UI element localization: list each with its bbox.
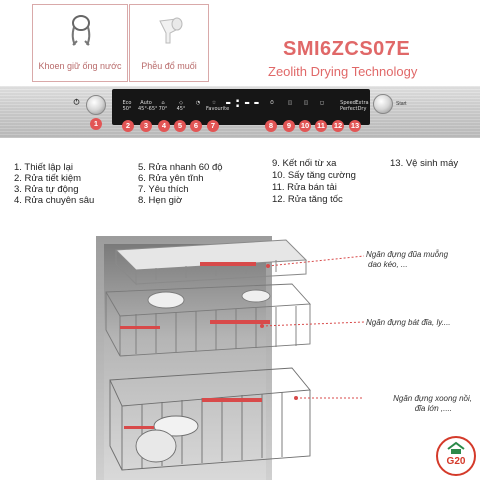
- brand-badge-text: G20: [446, 456, 466, 467]
- program-button-sublabel: Favourite: [206, 106, 230, 112]
- program-button[interactable]: ☆Favourite: [206, 100, 230, 112]
- hose-clamp-icon: [71, 15, 91, 46]
- accessory-label: Phễu đổ muối: [141, 61, 197, 71]
- number-bubble: 12: [332, 120, 344, 132]
- product-tagline: Zeolith Drying Technology: [268, 64, 418, 79]
- number-bubble: 2: [122, 120, 134, 132]
- house-icon: [447, 441, 465, 454]
- legend-item: 3. Rửa tự động: [14, 184, 79, 195]
- legend-item: 11. Rửa bán tải: [272, 182, 337, 193]
- option-button[interactable]: ◫: [298, 100, 314, 106]
- program-button-label: ⌂: [161, 100, 165, 106]
- drawer-handle-red: [200, 262, 256, 266]
- option-button-label: ◻: [319, 100, 325, 106]
- accessory-label: Khoen giữ ống nước: [38, 61, 122, 71]
- number-bubble: 13: [349, 120, 361, 132]
- program-button-sublabel: 50°: [122, 106, 132, 112]
- program-button-label: ◔: [195, 100, 201, 106]
- callout-line: Ngăn đựng xoong nồi,: [393, 394, 472, 403]
- legend-item: 2. Rửa tiết kiệm: [14, 173, 82, 184]
- number-bubble: 7: [207, 120, 219, 132]
- callout-line: Ngăn đựng bát đĩa, ly....: [366, 318, 451, 327]
- number-bubble: 4: [158, 120, 170, 132]
- number-bubble: 5: [174, 120, 186, 132]
- number-bubble: 11: [315, 120, 327, 132]
- number-bubble: 3: [140, 120, 152, 132]
- lower-rack-red: [202, 398, 262, 402]
- display-time: -:--: [224, 95, 262, 111]
- legend-item: 12. Rửa tăng tốc: [272, 194, 343, 205]
- option-button-sublabel: Extra Dry: [355, 100, 369, 112]
- option-button-label: ⏱: [270, 100, 274, 106]
- legend-item: 6. Rửa yên tĩnh: [138, 173, 204, 184]
- legend-item: 10. Sấy tăng cường: [272, 170, 356, 181]
- program-button[interactable]: ⌂70°: [155, 100, 171, 112]
- program-button-sublabel: 45°-65°: [138, 106, 158, 112]
- brand-badge: [436, 436, 476, 476]
- option-button-label: Speed: [340, 100, 356, 106]
- start-label: Start: [396, 101, 407, 107]
- number-bubble: 9: [283, 120, 295, 132]
- option-button[interactable]: ⏱: [264, 100, 280, 106]
- display-panel: [112, 89, 370, 125]
- number-bubble: 8: [265, 120, 277, 132]
- legend-item: 8. Hẹn giờ: [138, 195, 183, 206]
- model-name: SMI6ZCS07E: [283, 38, 411, 60]
- option-button-label: ◫: [287, 100, 293, 106]
- dishwasher-tub: [104, 244, 266, 480]
- option-button[interactable]: Extra Dry: [354, 100, 370, 112]
- program-button[interactable]: ◇45°: [173, 100, 189, 112]
- accessory-card-hose-clamp: Khoen giữ ống nước: [32, 4, 128, 82]
- legend-item: 4. Rửa chuyên sâu: [14, 195, 95, 206]
- upper-rack: [105, 283, 311, 357]
- program-button-label: Eco: [122, 100, 132, 106]
- option-button-label: ◫: [303, 100, 309, 106]
- accessory-card-salt-funnel: Phễu đổ muối: [129, 4, 209, 82]
- legend-item: 9. Kết nối từ xa: [272, 158, 337, 169]
- number-bubble: 10: [299, 120, 311, 132]
- program-button-sublabel: 45°: [176, 106, 186, 112]
- option-button[interactable]: ◻: [314, 100, 330, 106]
- legend-item: 5. Rửa nhanh 60 độ: [138, 162, 223, 173]
- program-button-sublabel: 70°: [158, 106, 168, 112]
- callout-dishes: Ngăn đựng bát đĩa, ly....: [366, 318, 476, 328]
- lower-rack: [109, 367, 311, 471]
- callout-cutlery: Ngăn đựng đũa muỗng dao kéo, ...: [366, 250, 476, 270]
- program-button[interactable]: ◔: [190, 100, 206, 106]
- salt-funnel-icon: [159, 17, 183, 44]
- upper-rack-red: [210, 320, 270, 324]
- callout-pots: Ngăn đựng xoong nồi, đĩa lớn ,....: [366, 394, 476, 414]
- callout-line: đĩa lớn ,....: [414, 404, 452, 413]
- dishwasher-racks-illustration: [105, 239, 311, 471]
- number-bubble: 1: [90, 118, 102, 130]
- option-button[interactable]: ◫: [282, 100, 298, 106]
- power-knob[interactable]: [86, 95, 106, 115]
- cutlery-drawer: [114, 239, 308, 286]
- option-button-sublabel: Perfect: [340, 106, 358, 112]
- legend-item: 13. Vệ sinh máy: [390, 158, 459, 169]
- callout-line: dao kéo, ...: [368, 260, 408, 269]
- legend-item: 7. Yêu thích: [138, 184, 189, 195]
- legend-item: 1. Thiết lập lại: [14, 162, 73, 173]
- program-button-label: Auto: [140, 100, 152, 106]
- number-bubble: 6: [190, 120, 202, 132]
- program-button-label: ◇: [179, 100, 183, 106]
- start-knob[interactable]: [373, 94, 393, 114]
- program-button-label: ☆: [211, 100, 217, 106]
- power-icon: [73, 98, 80, 105]
- callout-line: Ngăn đựng đũa muỗng: [366, 250, 449, 259]
